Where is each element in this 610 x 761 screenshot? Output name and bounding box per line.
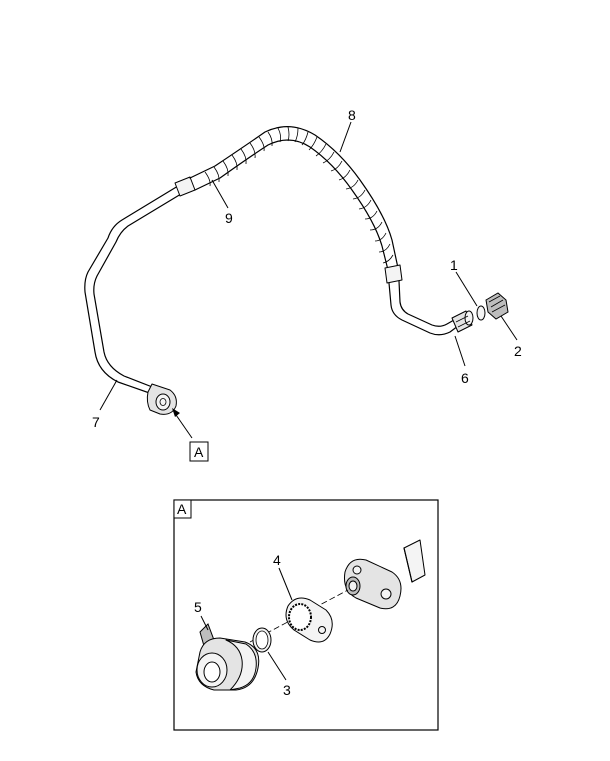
hose-sleeve-outline-top [189, 126, 399, 269]
gasket-part-4 [285, 597, 333, 643]
view-ref-label: A [194, 444, 204, 460]
callout-2: 2 [514, 343, 522, 359]
detail-label: A [177, 501, 187, 517]
fitting-part-6 [451, 310, 474, 333]
detail-frame [173, 499, 439, 731]
tube-ferrule-left [174, 176, 196, 197]
detail-label-box [173, 499, 192, 519]
callout-9: 9 [225, 210, 233, 226]
view-ref-arrow [172, 408, 193, 439]
callout-6: 6 [461, 370, 469, 386]
tube-outline-inner [93, 193, 182, 391]
hose-sleeve-spiral [204, 126, 394, 264]
o-ring-part-3 [252, 627, 272, 653]
tube-ferrule-right [384, 264, 403, 284]
o-ring-part-1 [476, 305, 486, 321]
detail-tube-flange [344, 539, 426, 610]
tube-right-outline-a [388, 282, 459, 336]
tube-assembly [84, 126, 509, 415]
callout-8: 8 [348, 107, 356, 123]
callout-7: 7 [92, 414, 100, 430]
callout-3: 3 [283, 682, 291, 698]
nut-part-2 [485, 292, 509, 320]
adapter-part-5 [195, 623, 260, 691]
tube-end-fitting-a [146, 383, 177, 415]
tube-outline-outer [84, 185, 179, 397]
callout-5: 5 [194, 599, 202, 615]
hose-sleeve-outline-bottom [194, 139, 389, 271]
view-ref-box [189, 441, 209, 462]
detail-leader-lines [200, 567, 293, 681]
callout-1: 1 [450, 257, 458, 273]
callout-4: 4 [273, 552, 281, 568]
main-leader-lines [99, 121, 518, 411]
tube-right-outline-b [398, 280, 455, 327]
